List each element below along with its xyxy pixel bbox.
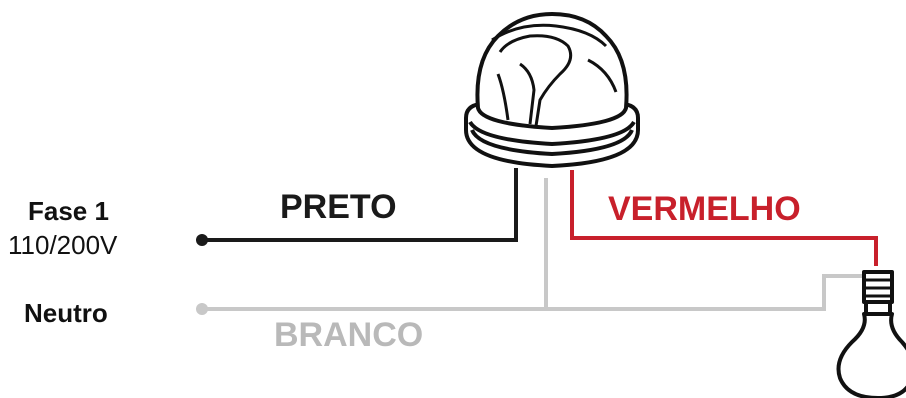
phase-voltage: 110/200V [8, 230, 118, 260]
black-wire [202, 168, 518, 242]
white-wire [202, 178, 866, 311]
photocell-sensor-icon [464, 12, 640, 168]
phase-terminal [196, 234, 208, 246]
neutral-terminal [196, 303, 208, 315]
neutral-label: Neutro [24, 298, 108, 328]
white-wire-label: BRANCO [274, 316, 424, 354]
red-wire [570, 170, 878, 266]
phase-title: Fase 1 [28, 196, 109, 226]
black-wire-label: PRETO [280, 188, 397, 226]
red-wire-label: VERMELHO [608, 190, 801, 228]
light-bulb-icon [836, 270, 906, 398]
